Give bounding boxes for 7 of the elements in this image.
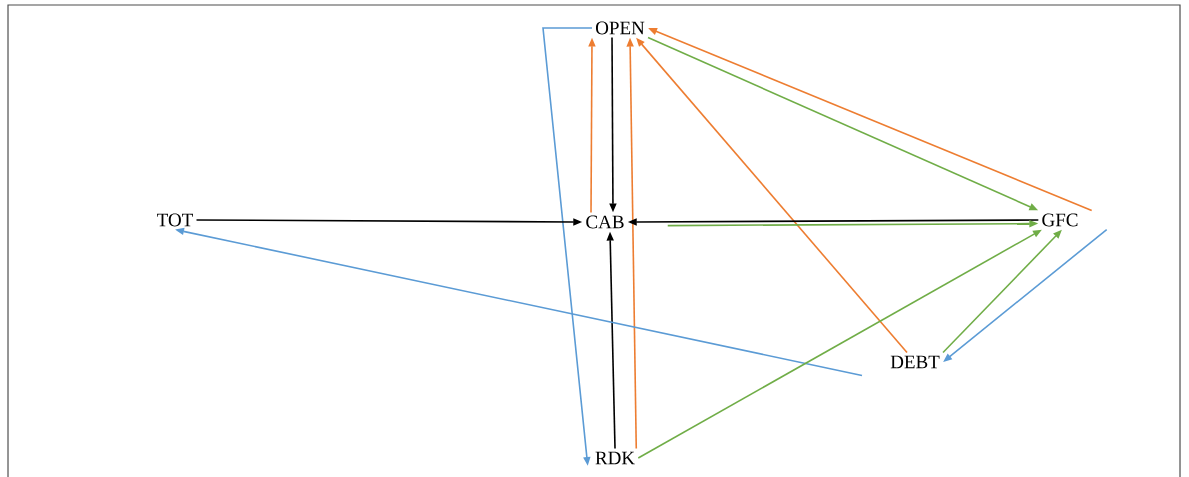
node-label: RDK	[595, 451, 635, 465]
arrow	[943, 228, 1108, 362]
node-label: GFC	[1042, 213, 1078, 227]
node-label: CAB	[586, 215, 624, 229]
node-label: DEBT	[890, 355, 940, 369]
node-label: TOT	[157, 213, 193, 227]
node-label: OPEN	[596, 21, 645, 35]
